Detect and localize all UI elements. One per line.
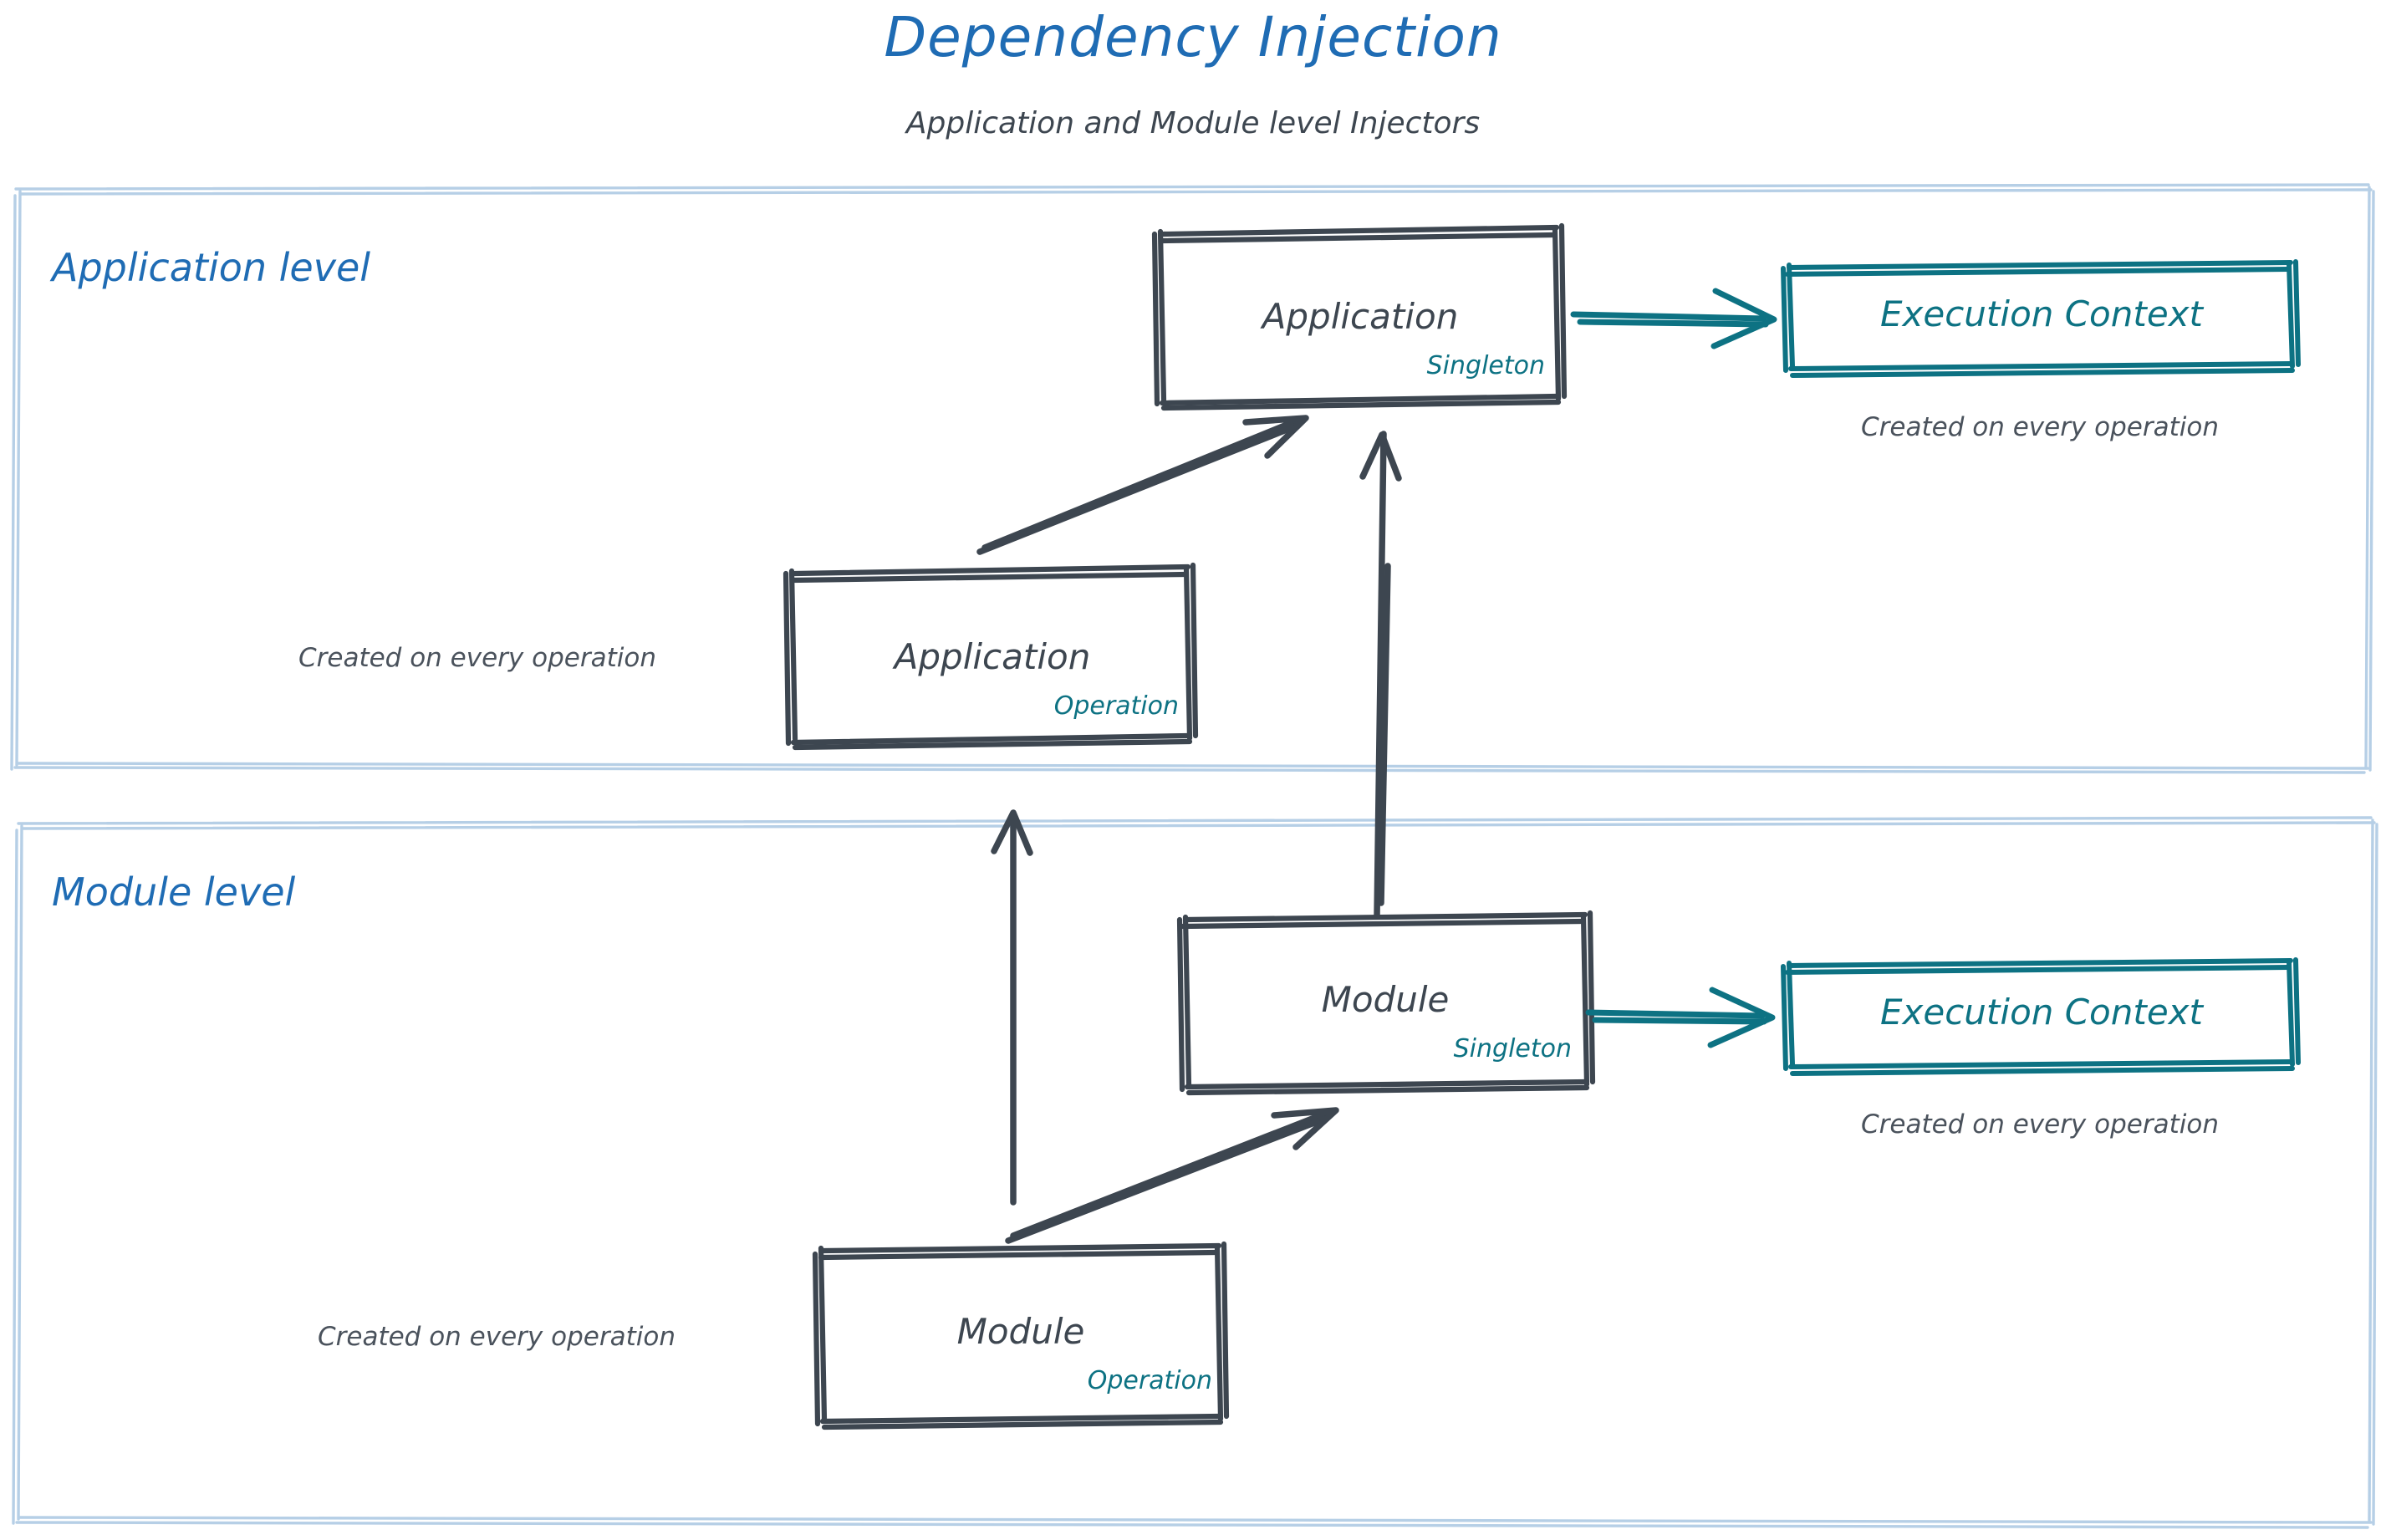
node-application-operation-title: Application xyxy=(894,636,1091,677)
edge-module-singleton-to-exec-context xyxy=(1585,987,1776,1048)
edge-module-operation-to-application-operation xyxy=(991,809,1033,1206)
node-application-operation-scope: Operation xyxy=(1053,691,1179,721)
node-application-singleton-outline[interactable] xyxy=(1151,222,1568,411)
node-module-operation-outline[interactable] xyxy=(812,1241,1230,1430)
node-application-singleton-scope: Singleton xyxy=(1426,351,1545,380)
caption-module-operation: Created on every operation xyxy=(318,1322,676,1352)
node-application-operation-outline[interactable] xyxy=(783,562,1199,751)
caption-execution-context-app: Created on every operation xyxy=(1861,412,2219,442)
caption-application-operation: Created on every operation xyxy=(298,643,656,673)
container-label-module-level: Module level xyxy=(52,869,296,915)
node-execution-context-module-outline[interactable] xyxy=(1781,957,2301,1076)
page-title: Dependency Injection xyxy=(884,5,1502,69)
edge-app-operation-to-app-singleton xyxy=(976,415,1309,555)
node-execution-context-app-outline[interactable] xyxy=(1781,259,2301,378)
node-module-singleton-scope: Singleton xyxy=(1453,1034,1572,1063)
container-label-application-level: Application level xyxy=(52,245,371,290)
edge-module-operation-to-module-singleton xyxy=(1005,1107,1339,1244)
edge-app-singleton-to-exec-context xyxy=(1570,288,1777,349)
container-application-level-outline xyxy=(10,183,2375,774)
node-module-singleton-outline[interactable] xyxy=(1176,910,1596,1096)
node-module-singleton-title: Module xyxy=(1321,979,1450,1020)
caption-execution-context-module: Created on every operation xyxy=(1861,1109,2219,1140)
edge-module-singleton-to-app-singleton xyxy=(1359,431,1402,919)
node-application-singleton-title: Application xyxy=(1262,296,1459,337)
page-subtitle: Application and Module level Injectors xyxy=(905,106,1481,140)
node-module-operation-title: Module xyxy=(956,1311,1085,1352)
node-execution-context-module-title: Execution Context xyxy=(1879,992,2204,1033)
node-module-operation-scope: Operation xyxy=(1087,1366,1212,1395)
node-execution-context-app-title: Execution Context xyxy=(1879,293,2204,334)
container-module-level-outline xyxy=(12,816,2378,1529)
